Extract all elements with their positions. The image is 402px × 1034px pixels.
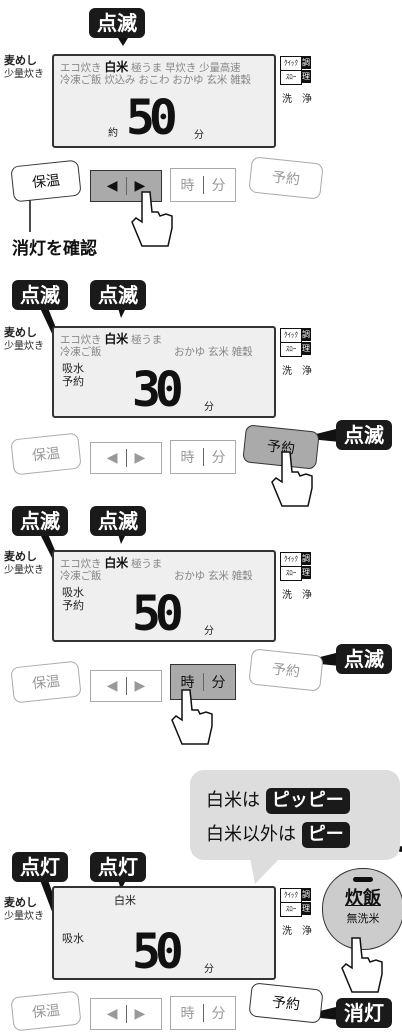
yaku-label: 約	[108, 128, 118, 139]
sound-bubble	[190, 770, 400, 860]
wash-label: 洗 浄	[282, 366, 312, 377]
blink-label: 点滅	[12, 506, 68, 536]
time-buttons[interactable]: 時分	[170, 440, 236, 474]
side-labels: 麦めし少量炊き	[4, 326, 44, 352]
hand-pointer-icon	[131, 191, 173, 247]
time-buttons[interactable]: 時分	[170, 168, 236, 202]
lcd-panel-4: 白米 吸水 50 分	[52, 886, 276, 980]
blink-label: 点滅	[336, 420, 392, 450]
bubble-line-2: 白米以外は ピー	[206, 820, 350, 848]
keep-warm-button[interactable]: 保温	[10, 159, 82, 203]
blink-label: 点滅	[89, 8, 145, 38]
quick-slow-indicator: ｸｲｯｸｽﾛｰ調理	[280, 888, 311, 917]
hand-pointer-icon	[271, 451, 313, 507]
off-label: 消灯	[336, 998, 392, 1028]
wash-label: 洗 浄	[282, 590, 312, 601]
time-digits: 50	[132, 586, 184, 642]
left-arrow-icon[interactable]: ◀	[106, 178, 118, 194]
arrow-buttons[interactable]: ◀▶	[90, 670, 162, 702]
hand-pointer-icon	[171, 689, 213, 745]
reserve-button[interactable]: 予約	[248, 156, 324, 200]
right-arrow-icon[interactable]: ▶	[134, 178, 146, 194]
keep-warm-button[interactable]: 保温	[10, 990, 82, 1032]
cook-led-icon	[353, 877, 373, 882]
quick-slow-indicator: ｸｲｯｸｽﾛｰ調理	[280, 56, 311, 85]
time-buttons[interactable]: 時分	[170, 664, 236, 700]
menu-row-2: 冷凍ご飯 炊込み おこわ おかゆ 玄米 雑穀	[60, 74, 251, 86]
blink-label: 点滅	[336, 644, 392, 674]
kyuusui-yoyaku-labels: 吸水予約	[62, 362, 84, 388]
quick-slow-indicator: ｸｲｯｸｽﾛｰ調理	[280, 328, 311, 357]
lcd-panel-3: エコ炊き 白米 極うま 冷凍ご飯 おかゆ 玄米 雑穀 吸水予約 50 分	[52, 550, 276, 642]
menu-row-1: エコ炊き 白米 極うま 早炊き 少量高速	[60, 60, 241, 74]
keep-warm-button[interactable]: 保温	[10, 432, 82, 476]
lcd-panel-1: エコ炊き 白米 極うま 早炊き 少量高速 冷凍ご飯 炊込み おこわ おかゆ 玄米…	[52, 54, 276, 148]
wash-label: 洗 浄	[282, 94, 312, 105]
time-digits: 50	[132, 924, 184, 980]
side-labels: 麦めし少量炊き	[4, 896, 44, 922]
musenmai-label: 無洗米	[346, 912, 380, 925]
keep-warm-button[interactable]: 保温	[10, 660, 82, 704]
cook-label: 炊飯	[345, 888, 381, 909]
reserve-button[interactable]: 予約	[248, 648, 324, 692]
side-labels: 麦めし少量炊き	[4, 550, 44, 576]
blink-label: 点滅	[90, 506, 146, 536]
fun-unit: 分	[194, 130, 204, 141]
time-digits: 30	[132, 362, 184, 418]
lcd-panel-2: エコ炊き 白米 極うま 冷凍ご飯 おかゆ 玄米 雑穀 吸水予約 30 分	[52, 326, 276, 418]
arrow-buttons[interactable]: ◀▶	[90, 998, 162, 1030]
shouryou-label: 少量炊き	[4, 69, 44, 80]
beep-long-badge: ピッピー	[265, 788, 350, 814]
time-digits: 50	[126, 90, 178, 146]
mugi-label: 麦めし	[4, 54, 37, 67]
quick-slow-indicator: ｸｲｯｸｽﾛｰ調理	[280, 552, 311, 581]
blink-label: 点滅	[90, 280, 146, 310]
wash-label: 洗 浄	[282, 926, 312, 937]
side-labels: 麦めし少量炊き	[4, 54, 44, 81]
time-buttons[interactable]: 時分	[170, 996, 236, 1030]
lit-label: 点灯	[12, 852, 68, 882]
arrow-buttons[interactable]: ◀▶	[90, 442, 162, 474]
confirm-off-label: 消灯を確認	[12, 239, 97, 259]
bubble-line-1: 白米は ピッピー	[206, 786, 350, 814]
beep-short-badge: ピー	[301, 822, 350, 848]
blink-label: 点滅	[12, 280, 68, 310]
lit-label: 点灯	[90, 852, 146, 882]
cook-button[interactable]: 炊飯 無洗米	[322, 868, 402, 950]
hand-pointer-icon	[341, 937, 383, 993]
